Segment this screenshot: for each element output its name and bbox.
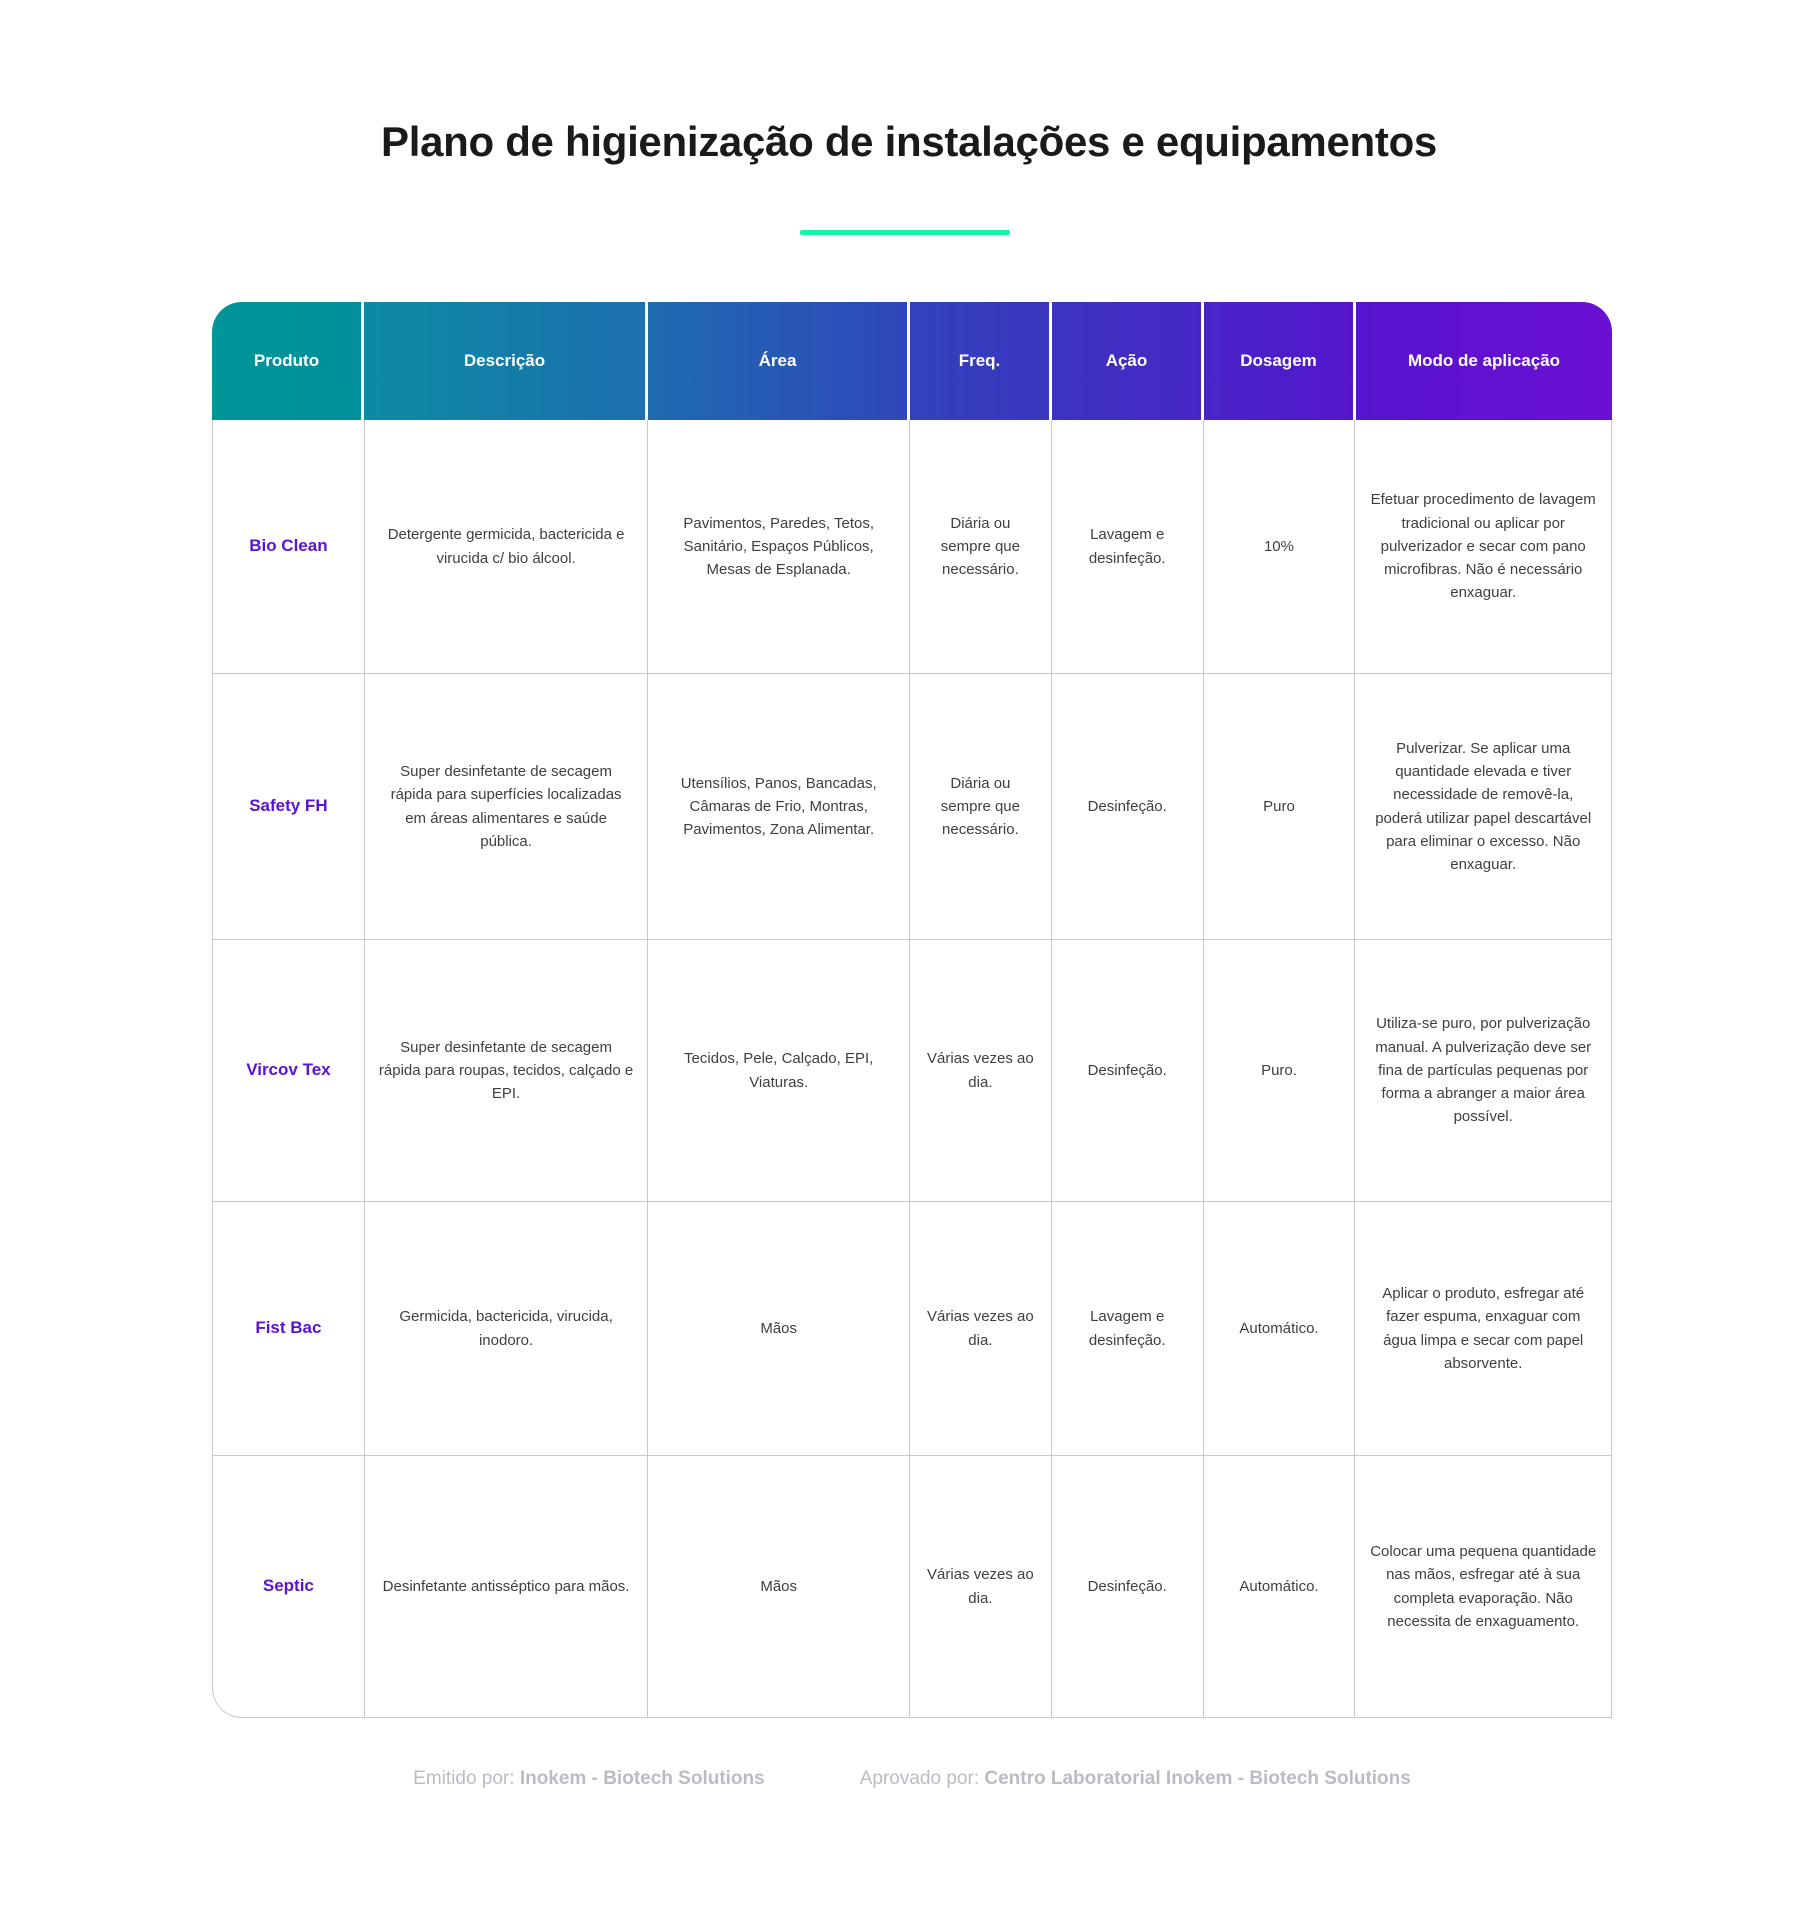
cell-acao: Lavagem e desinfeção. [1052,420,1204,673]
column-header-freq: Freq. [910,302,1052,420]
cell-freq: Diária ou sempre que necessário. [910,674,1052,939]
cell-freq: Várias vezes ao dia. [910,940,1052,1201]
cell-acao: Lavagem e desinfeção. [1052,1202,1204,1455]
cell-dosagem: Puro [1204,674,1356,939]
footer-issued-value: Inokem - Biotech Solutions [519,1768,765,1789]
cell-dosagem: Puro. [1204,940,1356,1201]
cell-produto: Vircov Tex [213,940,365,1201]
cell-modo: Efetuar procedimento de lavagem tradicio… [1370,491,1596,602]
footer-issued-label: Emitido por: [413,1768,520,1789]
cell-modo: Aplicar o produto, esfregar até fazer es… [1382,1285,1585,1372]
cell-acao: Desinfeção. [1052,1456,1204,1717]
cell-descricao: Detergente germicida, bactericida e viru… [365,420,649,673]
cell-produto: Safety FH [213,674,365,939]
column-header-area: Área [648,302,910,420]
cell-descricao: Super desinfetante de secagem rápida par… [365,674,649,939]
cell-modo: Pulverizar. Se aplicar uma quantidade el… [1375,739,1592,873]
cell-dosagem: Automático. [1204,1202,1356,1455]
column-header-acao: Ação [1052,302,1204,420]
cell-descricao: Desinfetante antisséptico para mãos. [365,1456,649,1717]
cell-freq: Várias vezes ao dia. [910,1456,1052,1717]
cell-acao: Desinfeção. [1052,674,1204,939]
cell-acao: Desinfeção. [1052,940,1204,1201]
document-footer: Emitido por: Inokem - Biotech Solutions … [212,1768,1612,1790]
cell-modo: Utiliza-se puro, por pulverização manual… [1375,1015,1592,1126]
table-header-row: Produto Descrição Área Freq. Ação Dosage… [212,302,1612,420]
footer-approved-by: Aprovado por: Centro Laboratorial Inokem… [860,1768,1411,1790]
title-accent-rule [800,230,1010,235]
column-header-descricao: Descrição [364,302,648,420]
footer-approved-label: Aprovado por: [859,1768,985,1789]
cell-descricao: Germicida, bactericida, virucida, inodor… [365,1202,649,1455]
table-row: Safety FH Super desinfetante de secagem … [213,674,1611,940]
table-body: Bio Clean Detergente germicida, bacteric… [212,420,1612,1718]
cell-dosagem: 10% [1204,420,1356,673]
cell-freq: Várias vezes ao dia. [910,1202,1052,1455]
table-row: Bio Clean Detergente germicida, bacteric… [213,420,1611,674]
cell-area: Utensílios, Panos, Bancadas, Câmaras de … [648,674,910,939]
footer-approved-value: Centro Laboratorial Inokem - Biotech Sol… [984,1768,1411,1789]
cell-area: Mãos [648,1202,910,1455]
table-row: Vircov Tex Super desinfetante de secagem… [213,940,1611,1202]
footer-issued-by: Emitido por: Inokem - Biotech Solutions [413,1768,765,1790]
hygiene-plan-table: Produto Descrição Área Freq. Ação Dosage… [212,302,1612,1718]
cell-descricao: Super desinfetante de secagem rápida par… [365,940,649,1201]
table-row: Septic Desinfetante antisséptico para mã… [213,1456,1611,1717]
cell-area: Tecidos, Pele, Calçado, EPI, Viaturas. [648,940,910,1201]
column-header-produto: Produto [212,302,364,420]
cell-dosagem: Automático. [1204,1456,1356,1717]
table-row: Fist Bac Germicida, bactericida, virucid… [213,1202,1611,1456]
cell-produto: Bio Clean [213,420,365,673]
cell-area: Pavimentos, Paredes, Tetos, Sanitário, E… [648,420,910,673]
cell-produto: Septic [213,1456,365,1717]
cell-area: Mãos [648,1456,910,1717]
cell-produto: Fist Bac [213,1202,365,1455]
column-header-dosagem: Dosagem [1204,302,1356,420]
cell-modo: Colocar uma pequena quantidade nas mãos,… [1370,1543,1597,1630]
cell-freq: Diária ou sempre que necessário. [910,420,1052,673]
page-title: Plano de higienização de instalações e e… [380,118,1437,165]
column-header-modo-aplicacao: Modo de aplicação [1356,302,1612,420]
